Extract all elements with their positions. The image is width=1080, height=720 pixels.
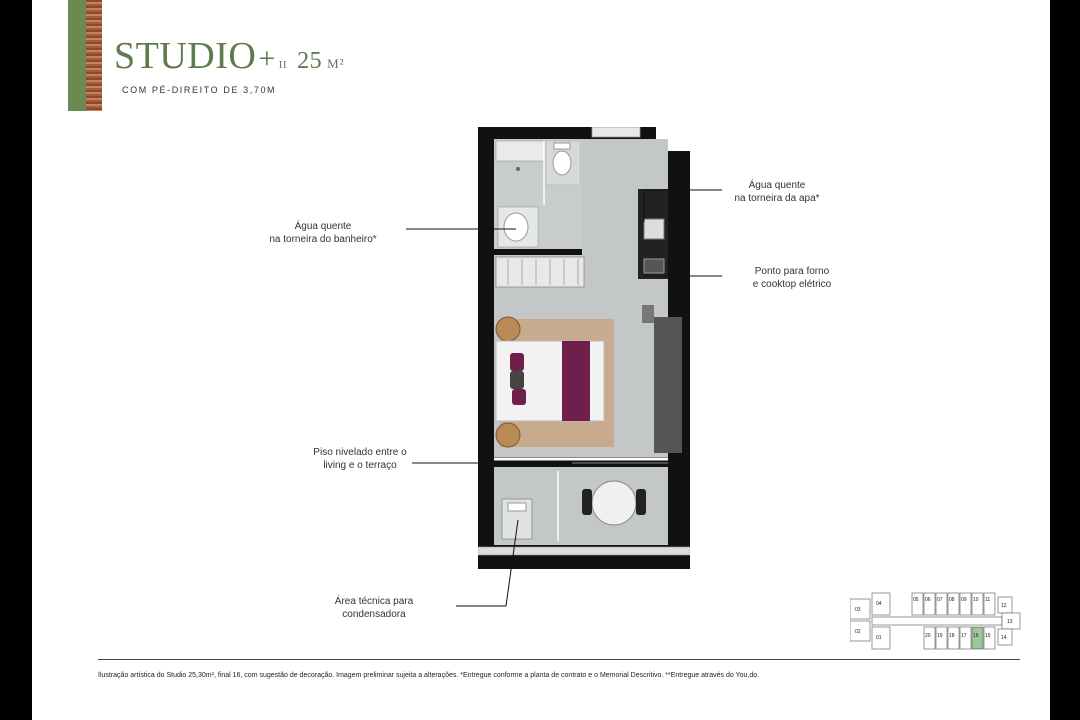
footer-disclaimer: Ilustração artística do Studio 25,30m², … bbox=[98, 672, 760, 679]
toilet-bowl bbox=[552, 150, 572, 176]
svg-text:11: 11 bbox=[985, 597, 990, 603]
closet-hangers bbox=[507, 259, 579, 285]
bed-blanket bbox=[562, 341, 590, 421]
callout-hot-water-sink: Água quente na torneira da apa* bbox=[734, 180, 820, 204]
ceiling-height-subtitle: COM PÉ-DIREITO DE 3,70M bbox=[122, 85, 277, 95]
brand-stripe-green bbox=[68, 0, 86, 111]
keymap-top-units: 05 06 07 08 09 10 11 bbox=[911, 592, 996, 616]
pillow-2 bbox=[510, 371, 524, 389]
pillow-3 bbox=[512, 389, 526, 405]
callout-tech-area: Área técnica para condensadora bbox=[334, 596, 414, 620]
keymap-unit: 04 bbox=[876, 601, 882, 607]
svg-text:09: 09 bbox=[961, 597, 967, 603]
leader-tech-rise bbox=[505, 519, 519, 607]
svg-text:10: 10 bbox=[973, 597, 979, 603]
svg-text:08: 08 bbox=[949, 597, 955, 603]
closet bbox=[495, 256, 585, 288]
svg-text:05: 05 bbox=[913, 597, 919, 603]
floor-plan-drawing bbox=[478, 127, 690, 569]
title-text: STUDIO bbox=[114, 35, 257, 77]
keymap-right: 12 13 14 bbox=[997, 596, 1021, 646]
svg-text:14: 14 bbox=[1001, 635, 1007, 641]
callout-lines bbox=[406, 189, 722, 607]
svg-text:12: 12 bbox=[1001, 603, 1007, 609]
svg-text:17: 17 bbox=[961, 633, 967, 639]
callout-oven-point: Ponto para forno e cooktop elétrico bbox=[752, 266, 832, 290]
keymap-left: 03 02 04 01 bbox=[850, 592, 891, 650]
kitchen-stool bbox=[642, 305, 654, 323]
svg-text:18: 18 bbox=[949, 633, 955, 639]
plan-top-window bbox=[591, 127, 641, 138]
floor-plan-page: STUDIO + II 25 M² COM PÉ-DIREITO DE 3,70… bbox=[32, 0, 1050, 720]
svg-text:19: 19 bbox=[937, 633, 943, 639]
svg-text:15: 15 bbox=[985, 633, 991, 639]
brand-stripe-wood bbox=[86, 0, 102, 111]
terrace-chair-right bbox=[636, 489, 646, 515]
svg-text:06: 06 bbox=[925, 597, 931, 603]
svg-text:20: 20 bbox=[925, 633, 931, 639]
title-generation: II bbox=[278, 59, 288, 71]
callout-hot-water-bathroom: Água quente na torneira do banheiro* bbox=[269, 221, 377, 245]
terrace-railing bbox=[478, 546, 690, 556]
tech-area-box bbox=[507, 502, 527, 512]
shower-drain bbox=[516, 167, 520, 171]
keymap-corridor bbox=[871, 616, 1003, 626]
footer-divider bbox=[98, 659, 1020, 660]
pillow-1 bbox=[510, 353, 524, 371]
svg-text:07: 07 bbox=[937, 597, 943, 603]
keymap-unit: 03 bbox=[855, 607, 861, 613]
keymap-unit: 01 bbox=[876, 635, 882, 641]
svg-text:13: 13 bbox=[1007, 619, 1013, 625]
callout-level-floor: Piso nivelado entre o living e o terraço bbox=[313, 447, 407, 471]
title-area: 25 bbox=[297, 48, 323, 74]
svg-text:16: 16 bbox=[973, 633, 979, 639]
terrace-chair-left bbox=[582, 489, 592, 515]
nightstand-bottom bbox=[495, 422, 521, 448]
kitchen-sink bbox=[643, 218, 665, 240]
keymap-highlight-unit bbox=[971, 626, 984, 650]
building-key-map: 03 02 04 01 05 06 07 08 09 10 11 20 bbox=[850, 592, 1021, 650]
toilet-tank bbox=[553, 142, 571, 150]
page-title: STUDIO + II 25 M² bbox=[114, 34, 345, 78]
cooktop bbox=[643, 258, 665, 274]
keymap-bottom-units: 20 19 18 17 16 15 bbox=[923, 626, 996, 650]
title-unit: M² bbox=[327, 56, 345, 71]
wardrobe-wall bbox=[654, 317, 682, 453]
title-plus: + bbox=[258, 42, 276, 75]
keymap-unit: 02 bbox=[855, 629, 861, 635]
bath-sink bbox=[503, 212, 529, 242]
